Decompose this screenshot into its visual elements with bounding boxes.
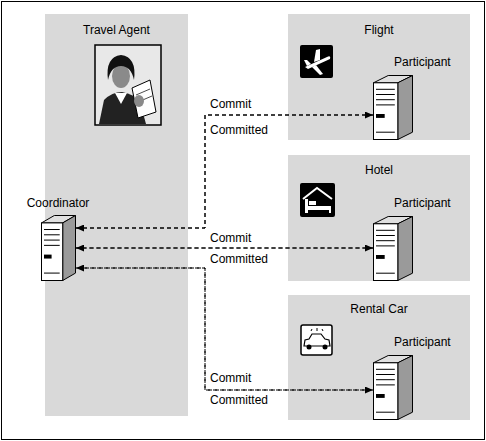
group-panel: Participant Hotel bbox=[288, 155, 470, 281]
message-connector bbox=[76, 115, 373, 228]
drive-bay bbox=[376, 240, 395, 241]
panel-title: Flight bbox=[288, 23, 470, 37]
panel-title: Rental Car bbox=[288, 302, 470, 316]
power-button bbox=[44, 255, 52, 259]
group-panel: Participant Flight bbox=[288, 14, 470, 140]
bed-headboard bbox=[305, 199, 308, 213]
server-label: Participant bbox=[394, 335, 469, 349]
bed-mattress bbox=[308, 206, 331, 210]
power-button bbox=[376, 255, 385, 259]
server-node: Participant bbox=[373, 75, 413, 140]
drive-bay bbox=[44, 229, 60, 230]
agent-hand bbox=[134, 95, 144, 107]
icon-background bbox=[301, 325, 332, 355]
panel-title: Travel Agent bbox=[45, 23, 188, 37]
server-label: Participant bbox=[394, 196, 469, 210]
message-connector bbox=[76, 248, 373, 249]
agent-body bbox=[99, 92, 146, 124]
server-side bbox=[398, 76, 413, 140]
picture-frame bbox=[95, 45, 161, 125]
server-side bbox=[398, 356, 413, 420]
message-label: Commit bbox=[210, 97, 251, 111]
drive-bay bbox=[376, 99, 395, 100]
server-symbol bbox=[373, 355, 413, 420]
group-panel: CoordinatorTravel Agent bbox=[45, 14, 188, 416]
drive-bay bbox=[44, 240, 60, 241]
car-wheel bbox=[307, 345, 312, 350]
server-side bbox=[63, 216, 76, 281]
car-ray bbox=[322, 329, 323, 331]
server-symbol bbox=[41, 215, 76, 281]
agent-illustration bbox=[95, 45, 161, 125]
server-label: Participant bbox=[394, 55, 469, 69]
plane-wing bbox=[312, 65, 323, 75]
message-connector bbox=[76, 115, 373, 228]
server-front bbox=[374, 83, 398, 140]
server-node: Participant bbox=[373, 355, 413, 420]
message-connector bbox=[76, 248, 373, 249]
drive-bay bbox=[376, 235, 395, 236]
plane-fuselage bbox=[305, 56, 330, 69]
server-front bbox=[42, 223, 63, 281]
bed-pillow bbox=[309, 201, 316, 205]
message-label: Commit bbox=[210, 371, 251, 385]
server-base bbox=[44, 273, 60, 274]
plane-wing bbox=[314, 49, 320, 62]
car-body bbox=[304, 334, 330, 346]
agent-papers bbox=[132, 80, 156, 118]
icon-background bbox=[300, 45, 333, 78]
message-label: Commit bbox=[210, 231, 251, 245]
drive-bay bbox=[376, 94, 395, 95]
server-symbol bbox=[373, 216, 413, 281]
server-base bbox=[376, 132, 395, 133]
drive-bay bbox=[376, 104, 395, 105]
hotel-icon bbox=[300, 183, 335, 217]
drive-bay bbox=[376, 374, 395, 375]
drive-bay bbox=[376, 379, 395, 380]
agent-collar bbox=[115, 93, 127, 104]
server-symbol bbox=[373, 75, 413, 140]
car-ray bbox=[317, 328, 318, 331]
server-node: Participant bbox=[373, 216, 413, 281]
message-connector bbox=[76, 268, 373, 390]
drive-bay bbox=[376, 230, 395, 231]
paper-line bbox=[136, 89, 150, 95]
message-connector bbox=[76, 268, 373, 390]
drive-bay bbox=[376, 89, 395, 90]
agent-face bbox=[112, 64, 130, 88]
server-front bbox=[374, 363, 398, 420]
server-base bbox=[376, 412, 395, 413]
panel-title: Hotel bbox=[288, 163, 470, 177]
drive-bay bbox=[44, 234, 60, 235]
hotel-roof bbox=[303, 188, 332, 199]
drive-bay bbox=[376, 245, 395, 246]
message-label: Committed bbox=[210, 393, 268, 407]
server-node: Coordinator bbox=[41, 215, 76, 281]
car-ray bbox=[311, 329, 312, 331]
car-wheel bbox=[323, 345, 328, 350]
server-front bbox=[374, 224, 398, 281]
server-base bbox=[376, 273, 395, 274]
drive-bay bbox=[376, 369, 395, 370]
airplane-icon bbox=[300, 45, 333, 78]
power-button bbox=[376, 394, 385, 398]
drive-bay bbox=[376, 384, 395, 385]
drive-bay bbox=[44, 245, 60, 246]
group-panel: Participant Rental Car bbox=[288, 295, 470, 420]
server-label: Coordinator bbox=[18, 196, 98, 210]
icon-background bbox=[300, 183, 335, 217]
server-side bbox=[398, 217, 413, 281]
message-label: Committed bbox=[210, 252, 268, 266]
agent-hair bbox=[108, 55, 135, 80]
power-button bbox=[376, 114, 385, 118]
paper-line bbox=[138, 96, 152, 102]
message-label: Committed bbox=[210, 123, 268, 137]
plane-tail bbox=[304, 60, 311, 66]
car-icon bbox=[301, 325, 332, 355]
bed-leg bbox=[329, 206, 331, 213]
